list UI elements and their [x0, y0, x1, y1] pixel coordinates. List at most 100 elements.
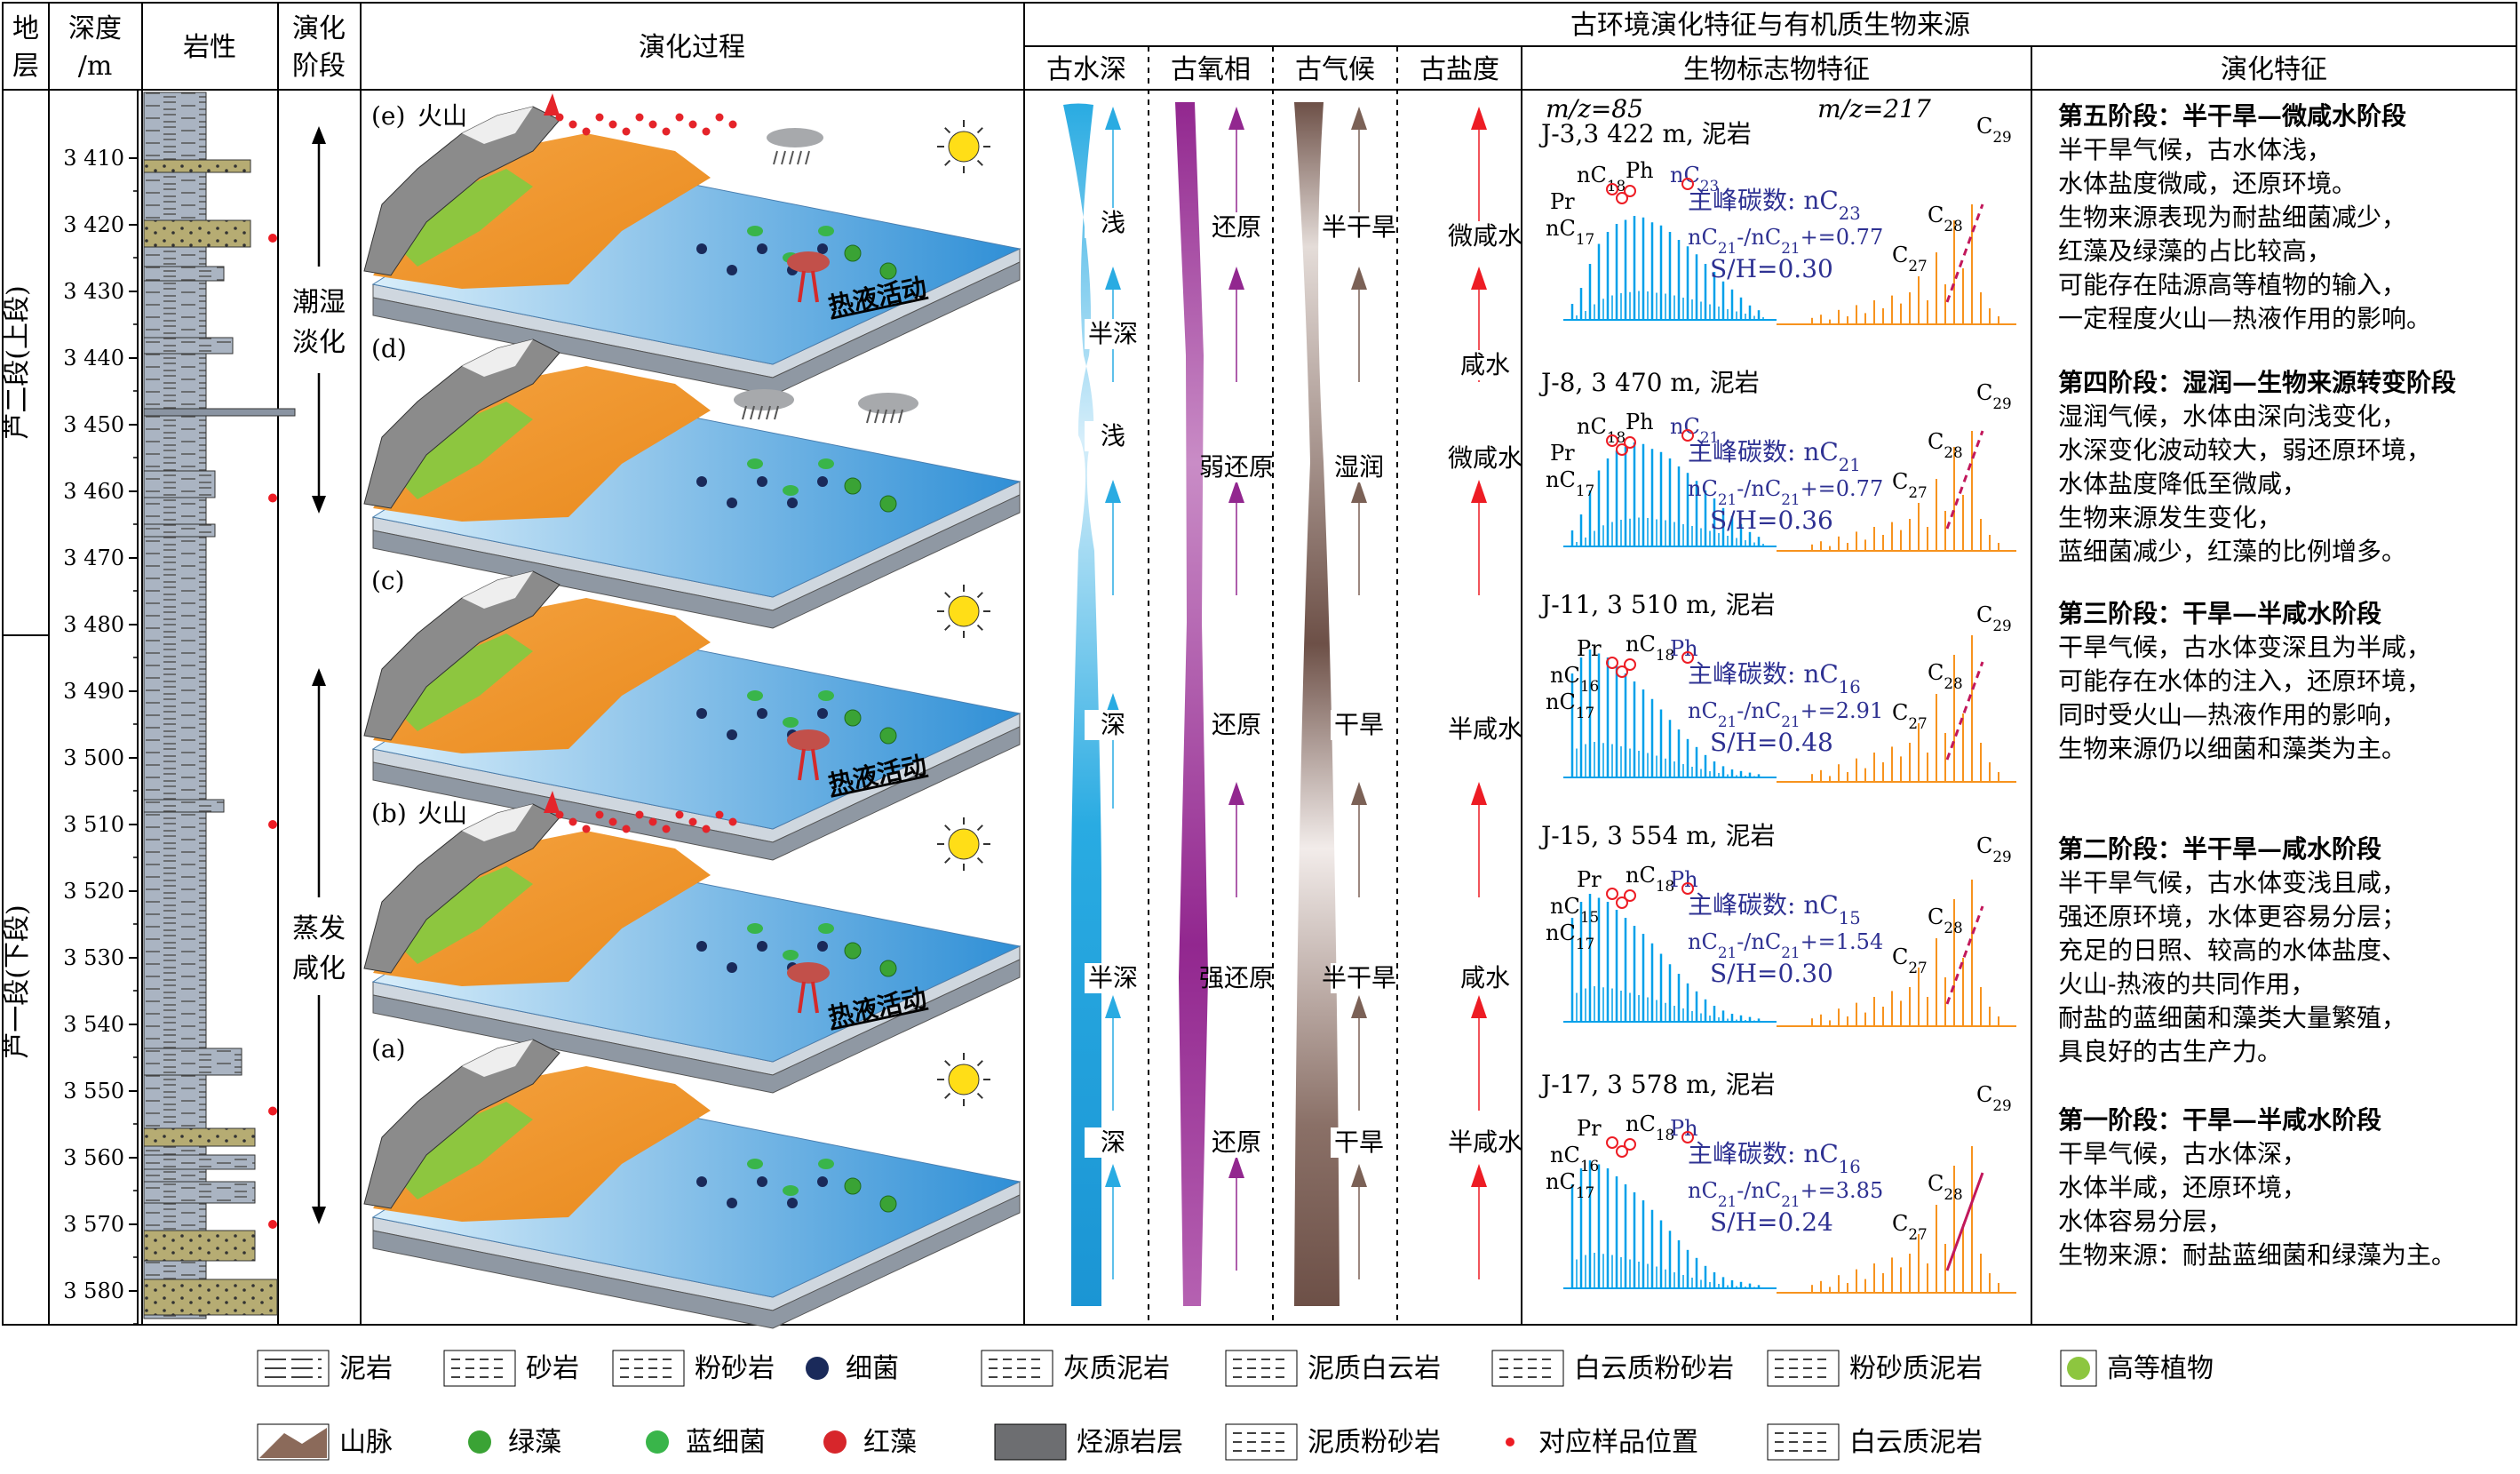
stage-line: 水体盐度微咸，还原环境。: [2058, 169, 2357, 198]
trend-arrow: [1351, 782, 1367, 897]
stage-line: 红藻及绿藻的占比较高，: [2058, 236, 2332, 266]
c29-label: C29: [1976, 380, 2012, 412]
column-label: 深: [1101, 710, 1125, 739]
stage-line: 生物来源：耐盐蓝细菌和绿藻为主。: [2058, 1240, 2456, 1270]
bacteria-icon: [757, 708, 767, 719]
stage-title: 第五阶段：半干旱—微咸水阶段: [2058, 101, 2406, 131]
bacteria-icon: [817, 476, 828, 487]
svg-text:3 540: 3 540: [63, 1012, 124, 1037]
ash-particle: [622, 127, 631, 136]
stage-line: 湿润气候，水体由深向浅变化，: [2058, 402, 2406, 431]
mountain-swatch-icon: [257, 1423, 330, 1461]
svg-text:3 580: 3 580: [63, 1279, 124, 1303]
panel-a: (a): [363, 1034, 1022, 1329]
peak-label-a: nC16: [1550, 663, 1599, 695]
bacteria-icon: [696, 243, 707, 254]
stratum-upper: 芦二段(上段): [2, 285, 33, 439]
depth-tick: 3 410: [63, 146, 138, 192]
header-water-depth: 古水深: [1046, 54, 1126, 85]
peak-marker: [1681, 882, 1694, 895]
column-label: 干旱: [1334, 710, 1384, 739]
svg-text:3 450: 3 450: [63, 412, 124, 437]
sh-ratio: S/H=0.30: [1710, 959, 1833, 988]
peak-marker: [1606, 183, 1618, 195]
green-algae-icon: [844, 1177, 862, 1195]
sterane-trend-line: [1945, 203, 1984, 303]
green-algae-icon: [879, 727, 897, 745]
column-label: 还原: [1212, 212, 1261, 242]
cyanobacteria-icon: [747, 226, 763, 236]
legend-label: 泥质白云岩: [1308, 1353, 1441, 1384]
mz-left: m/z=85: [1546, 94, 1643, 123]
sterane-chromatogram: [1777, 431, 2016, 552]
depth-tick: 3 550: [63, 1079, 138, 1125]
evolution-stage-text: 第五阶段：半干旱—微咸水阶段半干旱气候，古水体浅，水体盐度微咸，还原环境。生物来…: [2058, 101, 2431, 333]
evolution-stage-text: 第二阶段：半干旱—咸水阶段半干旱气候，古水体变浅且咸，强还原环境，水体更容易分层…: [2058, 834, 2406, 1066]
ash-particle: [648, 817, 657, 826]
svg-text:3 520: 3 520: [63, 879, 124, 904]
legend-item-mudstone: 泥岩: [257, 1350, 393, 1387]
sandstone-swatch-icon: [443, 1350, 516, 1387]
alkane-chromatogram: [1563, 216, 1777, 321]
legend-label: 泥质粉砂岩: [1308, 1427, 1441, 1458]
peak-marker: [1681, 1131, 1694, 1143]
sample-swatch-icon: [1491, 1423, 1529, 1461]
sample-dot: [268, 1220, 277, 1229]
depth-tick: 3 520: [63, 879, 138, 925]
depth-tick: 3 480: [63, 612, 138, 658]
ash-particle: [662, 127, 671, 136]
peak-marker: [1624, 1138, 1636, 1151]
panel-label: (d): [371, 334, 407, 363]
svg-text:3 440: 3 440: [63, 346, 124, 370]
ash-particle: [675, 113, 684, 122]
bacteria-icon: [787, 1198, 798, 1208]
bacteria-icon: [696, 476, 707, 487]
stage-line: 充足的日照、较高的水体盐度、: [2058, 936, 2406, 965]
stage-title: 第二阶段：半干旱—咸水阶段: [2058, 834, 2381, 864]
ash-particle: [595, 810, 604, 819]
peak-marker: [1681, 651, 1694, 664]
bacteria-icon: [757, 1176, 767, 1187]
column-label: 微咸水: [1448, 443, 1522, 473]
peak-marker: [1624, 185, 1636, 197]
ash-particle: [688, 120, 697, 129]
legend-item-mud_silt: 泥质粉砂岩: [1225, 1423, 1441, 1461]
sample-label: J-8, 3 470 m, 泥岩: [1538, 368, 1760, 397]
peak-marker: [1606, 657, 1618, 669]
sample-dot: [268, 820, 277, 829]
climate-column: [1294, 102, 1339, 1306]
svg-text:3 460: 3 460: [63, 479, 124, 504]
cyanobacteria-icon: [747, 923, 763, 934]
bacteria-icon: [817, 1176, 828, 1187]
column-label: 干旱: [1334, 1127, 1384, 1157]
dolo_silt-swatch-icon: [1491, 1350, 1564, 1387]
stage-line: 生物来源仍以细菌和藻类为主。: [2058, 734, 2406, 763]
trend-arrow: [1471, 1164, 1487, 1279]
peak-label-c: nC18: [1626, 1111, 1674, 1143]
peak-marker: [1681, 178, 1694, 190]
depth-tick: 3 500: [63, 745, 138, 792]
trend-arrow: [1228, 782, 1244, 897]
trend-arrow: [1351, 1164, 1367, 1279]
svg-text:3 420: 3 420: [63, 212, 124, 237]
trend-arrow: [1228, 107, 1244, 222]
legend-label: 白云质粉砂岩: [1574, 1353, 1734, 1384]
column-label: 半咸水: [1448, 1127, 1522, 1157]
sample-label: J-15, 3 554 m, 泥岩: [1538, 821, 1776, 850]
panel-d: (d): [363, 334, 1022, 629]
trend-arrow: [1105, 1164, 1121, 1279]
mud_silt-swatch-icon: [1225, 1423, 1298, 1461]
peak-marker: [1606, 434, 1618, 447]
stage-line: 同时受火山—热液作用的影响，: [2058, 700, 2406, 729]
trend-arrow: [1351, 995, 1367, 1111]
sample-markers: [268, 234, 277, 1229]
header-lithology: 岩性: [183, 32, 236, 63]
stage-line: 水体半咸，还原环境，: [2058, 1173, 2307, 1202]
siltstone-swatch-icon: [612, 1350, 685, 1387]
stratum-lower: 芦一段(下段): [2, 904, 33, 1058]
depth-tick: 3 450: [63, 412, 138, 458]
